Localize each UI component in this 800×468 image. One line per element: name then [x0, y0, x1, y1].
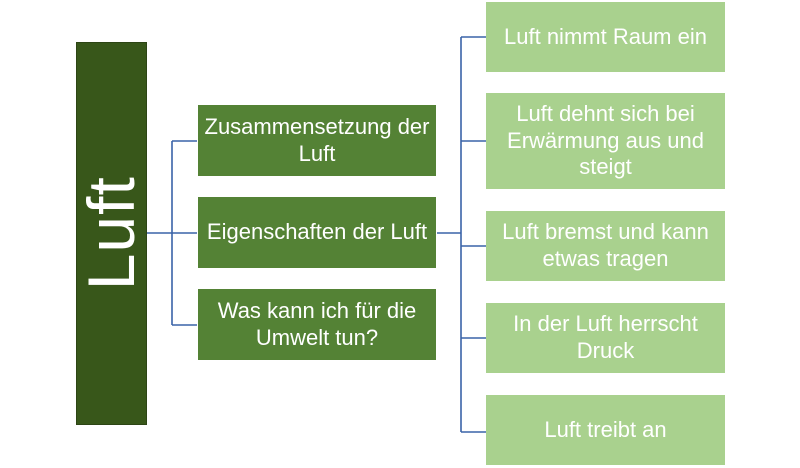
property-node-label: Luft treibt an [544, 416, 667, 442]
property-node-antrieb: Luft treibt an [486, 395, 725, 465]
root-node-luft: Luft [74, 42, 148, 425]
property-node-bremst: Luft bremst und kann etwas tragen [486, 211, 725, 281]
connector-properties-to-leaves [437, 36, 486, 433]
topic-node-label: Eigenschaften der Luft [206, 219, 428, 245]
property-node-label: Luft dehnt sich bei Erwärmung aus und st… [507, 100, 704, 180]
topic-node-eigenschaften: Eigenschaften der Luft [197, 196, 437, 269]
topic-node-label: Zusammensetzung der Luft [204, 113, 430, 166]
topic-node-zusammensetzung: Zusammensetzung der Luft [197, 104, 437, 177]
connector-root-to-topics [147, 140, 197, 326]
property-node-erwaermung: Luft dehnt sich bei Erwärmung aus und st… [486, 93, 725, 189]
property-node-raum: Luft nimmt Raum ein [486, 2, 725, 72]
property-node-label: In der Luft herrscht Druck [513, 311, 698, 363]
root-node-label: Luft [74, 176, 149, 291]
topic-node-label: Was kann ich für die Umwelt tun? [217, 297, 417, 350]
property-node-druck: In der Luft herrscht Druck [486, 303, 725, 373]
property-node-label: Luft nimmt Raum ein [504, 23, 707, 49]
property-node-label: Luft bremst und kann etwas tragen [502, 219, 709, 271]
topic-node-umwelt: Was kann ich für die Umwelt tun? [197, 288, 437, 361]
